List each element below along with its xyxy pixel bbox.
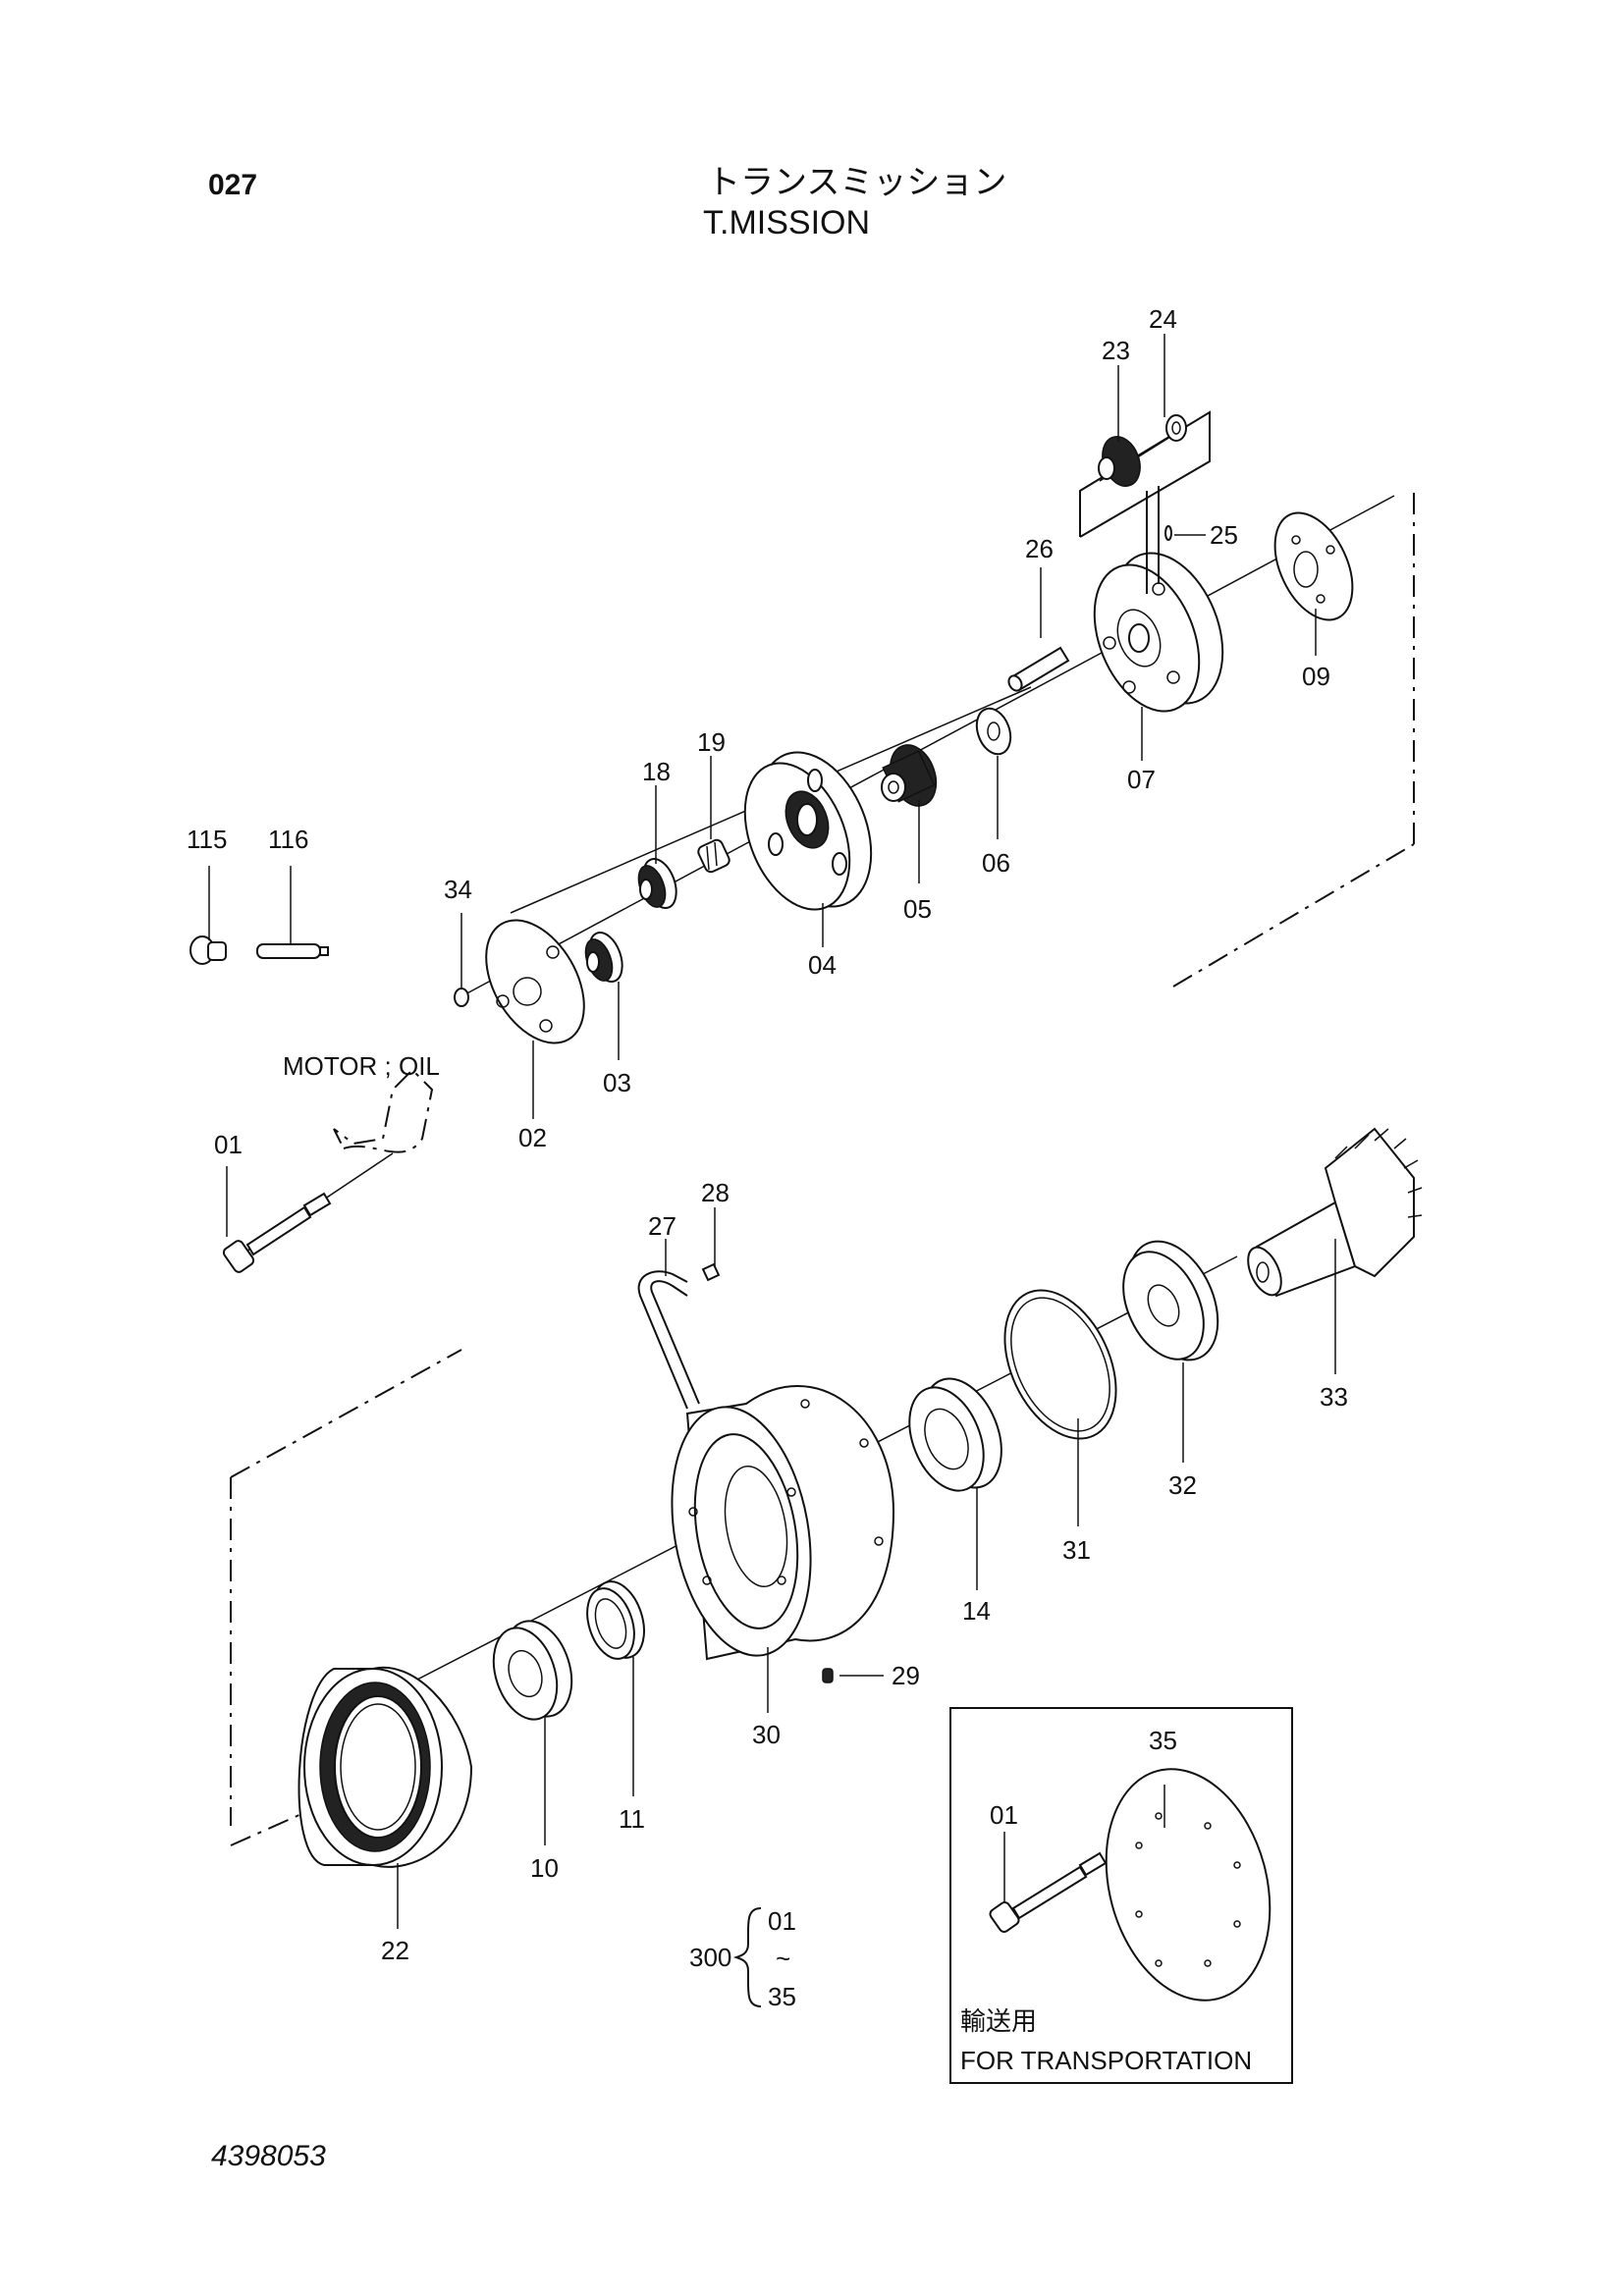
- motor-oil-outline: [333, 1068, 434, 1153]
- part-07-carrier: [1093, 552, 1224, 713]
- part-22-ring-gear: [298, 1666, 473, 1868]
- label-06: 06: [982, 848, 1010, 878]
- part-10-bearing: [492, 1620, 573, 1721]
- label-01: 01: [214, 1130, 243, 1159]
- transport-note-japanese: 輸送用: [960, 2007, 1037, 2037]
- part-05-gear: [881, 744, 938, 807]
- label-23: 23: [1102, 336, 1130, 365]
- upper-axis-lines: [460, 486, 1415, 997]
- label-24: 24: [1149, 304, 1177, 334]
- label-31: 31: [1062, 1535, 1091, 1565]
- label-25: 25: [1210, 520, 1238, 550]
- label-26: 26: [1025, 534, 1054, 563]
- label-34: 34: [444, 875, 472, 904]
- transport-note-english: FOR TRANSPORTATION: [960, 2046, 1252, 2075]
- leader-lines: [208, 334, 1336, 1929]
- part-30-housing: [671, 1385, 895, 1661]
- assembly-brace: [732, 1907, 762, 2007]
- label-116: 116: [268, 825, 308, 854]
- label-22: 22: [381, 1936, 409, 1965]
- assembly-range-end: 35: [768, 1982, 796, 2011]
- part-29-plug: [822, 1668, 884, 1683]
- assembly-number: 300: [689, 1943, 731, 1972]
- label-14: 14: [962, 1596, 991, 1626]
- assembly-range-start: 01: [768, 1906, 796, 1936]
- part-02-plate: [485, 919, 585, 1044]
- label-03: 03: [603, 1068, 631, 1097]
- part-31-oring: [1003, 1289, 1117, 1440]
- label-28: 28: [701, 1178, 730, 1207]
- part-09-plate: [1273, 511, 1354, 621]
- parts-115-116: [189, 935, 329, 965]
- label-35: 35: [1149, 1726, 1177, 1755]
- title-english: T.MISSION: [703, 204, 871, 241]
- label-29: 29: [892, 1661, 920, 1690]
- part-14-bearing: [908, 1377, 1002, 1492]
- assembly-range-tilde: ~: [776, 1944, 790, 1973]
- part-03-gear: [584, 932, 623, 983]
- label-07: 07: [1127, 765, 1156, 794]
- label-32: 32: [1168, 1470, 1197, 1500]
- label-04: 04: [808, 950, 837, 980]
- part-33-shaft: [1247, 1127, 1423, 1298]
- part-19-bearing: [697, 838, 730, 874]
- label-30: 30: [752, 1720, 781, 1749]
- document-number: 4398053: [211, 2140, 326, 2172]
- label-09: 09: [1302, 662, 1330, 691]
- label-02: 02: [518, 1123, 547, 1152]
- label-33: 33: [1320, 1382, 1348, 1412]
- part-28-plug: [701, 1262, 721, 1282]
- part-04-carrier: [743, 751, 873, 911]
- label-10: 10: [530, 1853, 559, 1883]
- parts-23-24-subassembly: [1079, 410, 1211, 594]
- part-18-gear: [637, 858, 677, 909]
- label-19: 19: [697, 727, 726, 757]
- part-27-pipe: [637, 1270, 700, 1410]
- label-115: 115: [187, 825, 227, 854]
- title-japanese: トランスミッション: [707, 163, 1007, 202]
- part-11-seal: [586, 1580, 645, 1660]
- transport-inset: [949, 1707, 1293, 2084]
- motor-oil-note: MOTOR ; OIL: [283, 1051, 440, 1081]
- part-01-bolt: [222, 1152, 394, 1273]
- label-11: 11: [619, 1804, 645, 1834]
- page-number: 027: [208, 169, 258, 201]
- part-32-seal: [1122, 1240, 1219, 1362]
- label-27: 27: [648, 1211, 676, 1241]
- label-05: 05: [903, 894, 932, 924]
- label-18: 18: [642, 757, 671, 786]
- part-06-washer: [975, 707, 1012, 756]
- part-26-pin: [1007, 646, 1070, 692]
- label-01-inset: 01: [990, 1800, 1018, 1830]
- part-34-oring: [454, 988, 469, 1007]
